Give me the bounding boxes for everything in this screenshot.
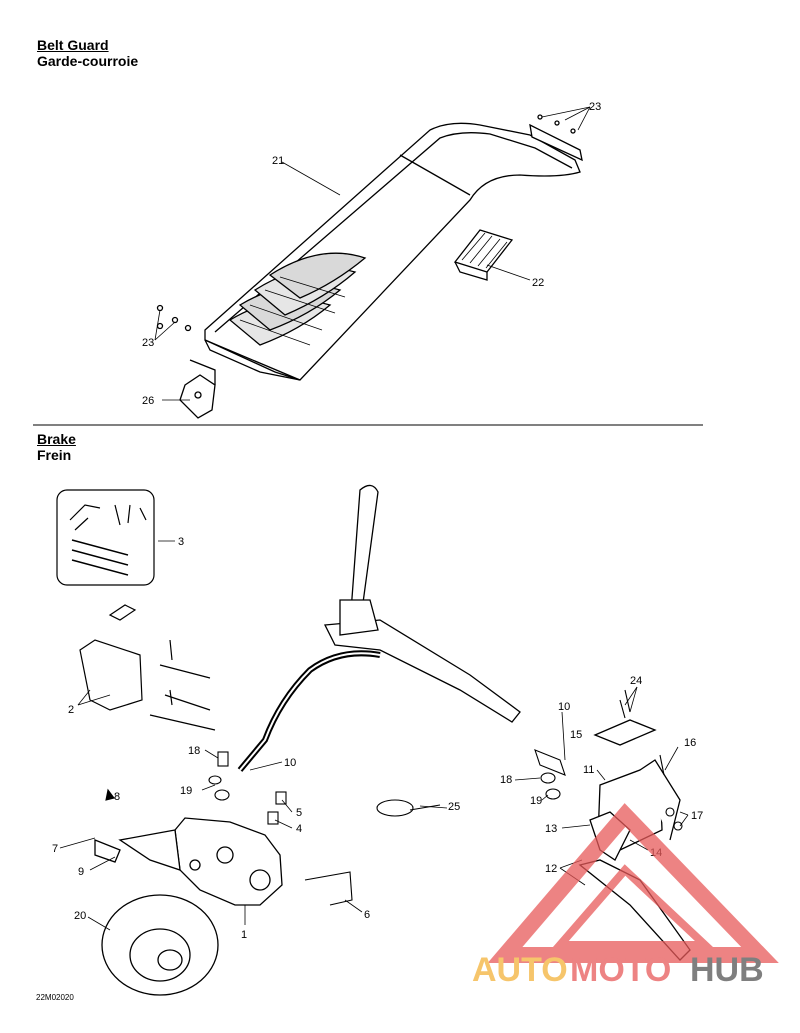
callout-23-top: 23 [589, 101, 601, 113]
brake-hose [237, 650, 381, 772]
callout-10-left: 10 [284, 757, 296, 769]
callout-11: 11 [583, 764, 594, 776]
callout-9: 9 [78, 866, 84, 878]
watermark-moto: MOTO [570, 951, 671, 989]
callout-26: 26 [142, 395, 154, 407]
callout-13: 13 [545, 823, 557, 835]
callout-8: 8 [114, 791, 120, 803]
watermark-logo: AUTO MOTO HUB [472, 803, 779, 989]
kit-box [56, 489, 155, 586]
brake-heading: Brake Frein [37, 431, 76, 463]
callout-24: 24 [630, 675, 642, 687]
watermark-auto: AUTO [472, 951, 568, 989]
callout-1: 1 [241, 929, 247, 941]
belt-guard-leaders [154, 106, 591, 401]
handlebar [323, 484, 521, 723]
callout-23-left: 23 [142, 337, 154, 349]
callout-7: 7 [52, 843, 58, 855]
callout-10-right: 10 [558, 701, 570, 713]
callout-25: 25 [448, 801, 460, 813]
figure-code: 22M02020 [36, 993, 74, 1002]
belt-guard-drawing [156, 114, 583, 419]
callout-18-left: 18 [188, 745, 200, 757]
callout-2: 2 [68, 704, 74, 716]
bracket-part [79, 604, 216, 731]
belt-guard-heading: Belt Guard Garde-courroie [37, 37, 138, 69]
callout-19-right: 19 [530, 795, 542, 807]
callout-22: 22 [532, 277, 544, 289]
callout-5: 5 [296, 807, 302, 819]
callout-12: 12 [545, 863, 557, 875]
brake-disc [101, 894, 219, 996]
brake-title: Brake [37, 431, 76, 447]
callout-19-left: 19 [180, 785, 192, 797]
callout-16: 16 [684, 737, 696, 749]
callout-15: 15 [570, 729, 582, 741]
callout-17: 17 [691, 810, 703, 822]
small-hardware [105, 689, 683, 906]
callout-18-right: 18 [500, 774, 512, 786]
brake-caliper [94, 817, 283, 906]
watermark-hub: HUB [690, 951, 764, 989]
belt-guard-title: Belt Guard [37, 37, 109, 53]
brake-title-fr: Frein [37, 447, 72, 463]
callout-6: 6 [364, 909, 370, 921]
callout-4: 4 [296, 823, 302, 835]
brake-leaders [59, 540, 689, 931]
callout-21: 21 [272, 155, 284, 167]
callout-3: 3 [178, 536, 184, 548]
callout-20: 20 [74, 910, 86, 922]
belt-guard-title-fr: Garde-courroie [37, 53, 139, 69]
